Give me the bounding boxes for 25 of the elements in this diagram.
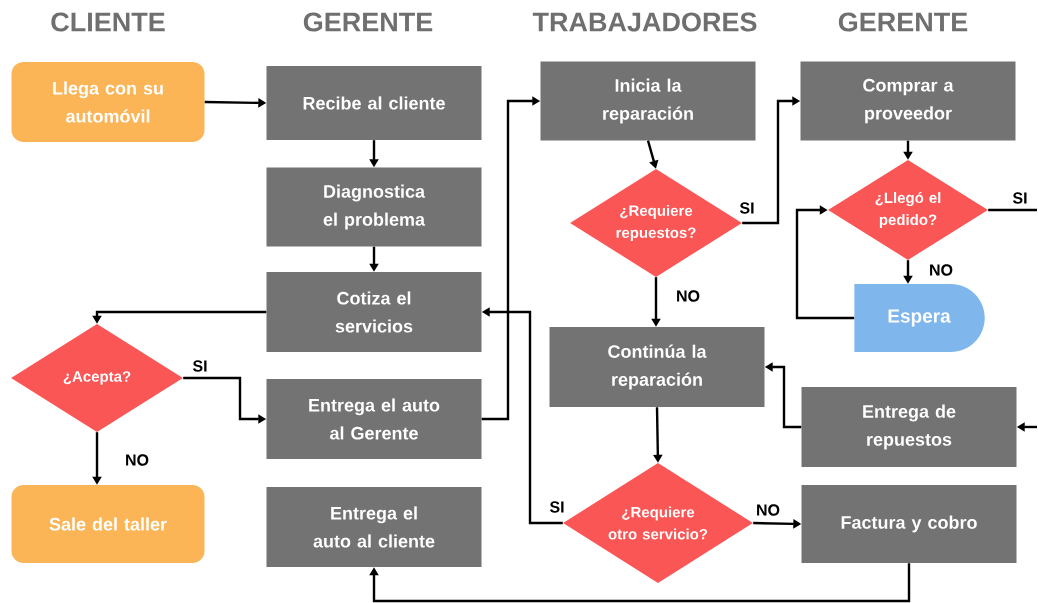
- column-heading: TRABAJADORES: [532, 12, 757, 32]
- terminal-box: Llega con su automóvil: [11, 62, 205, 142]
- column-heading: CLIENTE: [51, 12, 165, 32]
- process-box: Comprar a proveedor: [800, 61, 1016, 141]
- process-box: Entrega el auto al Gerente: [266, 379, 482, 459]
- process-box: Inicia la reparación: [540, 61, 756, 141]
- column-heading: GERENTE: [303, 12, 433, 32]
- edge-label: NO: [124, 453, 150, 467]
- process-box: Entrega de repuestos: [801, 387, 1017, 467]
- edge-label: SI: [1011, 191, 1029, 205]
- process-box: Recibe al cliente: [266, 66, 482, 140]
- arrow: [795, 205, 855, 320]
- edge-label: NO: [928, 263, 954, 277]
- edge-label: NO: [675, 289, 701, 303]
- terminal-box: Sale del taller: [11, 485, 205, 563]
- process-box: Factura y cobro: [801, 485, 1017, 563]
- process-box: Continúa la reparación: [549, 327, 765, 407]
- process-box: Diagnostica el problema: [266, 167, 482, 247]
- edge-label: SI: [191, 359, 209, 373]
- process-box: Cotiza el servicios: [266, 272, 482, 352]
- column-heading: GERENTE: [838, 12, 968, 32]
- arrow: [369, 563, 911, 603]
- edge-label: NO: [755, 503, 781, 517]
- edge-label: SI: [548, 500, 566, 514]
- process-box: Entrega el auto al cliente: [266, 487, 482, 567]
